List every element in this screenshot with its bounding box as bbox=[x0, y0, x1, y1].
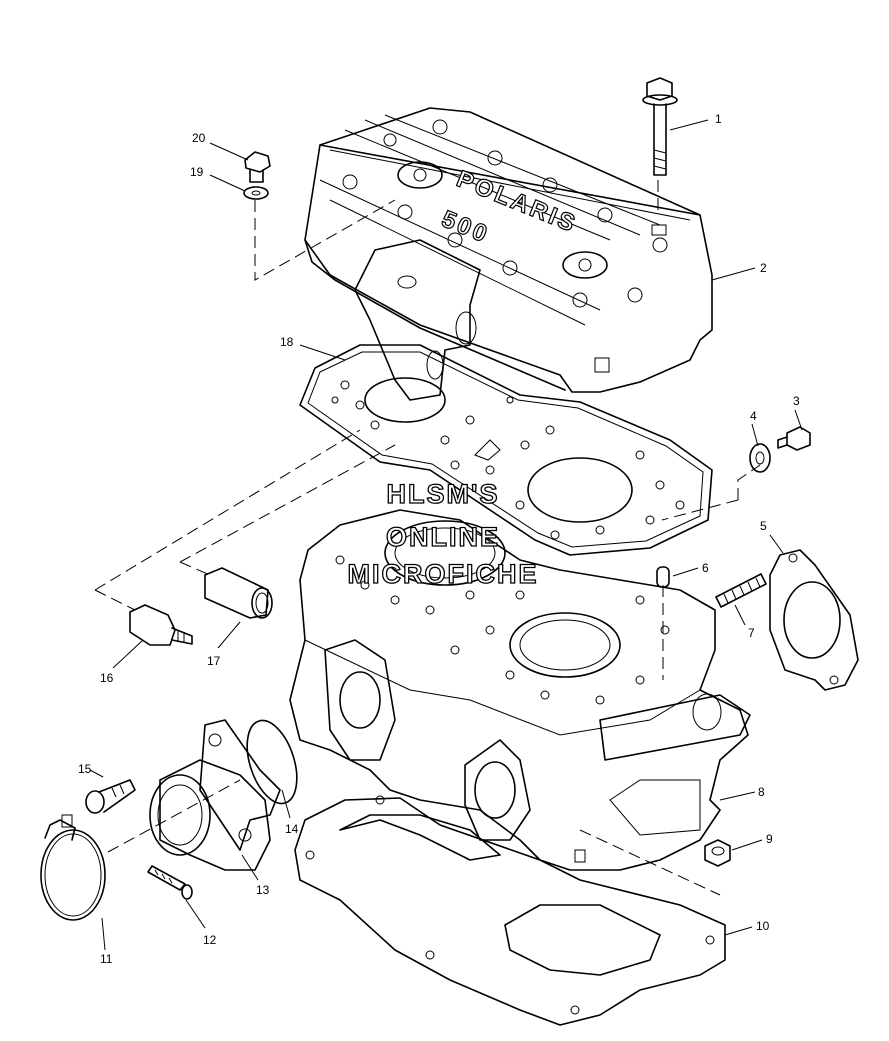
hose-fitting bbox=[204, 567, 273, 619]
allen-bolt bbox=[85, 779, 136, 814]
callout-9: 9 bbox=[766, 832, 773, 846]
callout-19: 19 bbox=[190, 165, 204, 179]
callout-11: 11 bbox=[100, 952, 113, 966]
head-model-text: 500 bbox=[438, 206, 494, 249]
callout-2: 2 bbox=[760, 261, 767, 275]
callout-1: 1 bbox=[715, 112, 722, 126]
callout-10: 10 bbox=[756, 919, 770, 933]
callout-12: 12 bbox=[203, 933, 217, 947]
callout-20: 20 bbox=[192, 131, 206, 145]
flange-nut bbox=[704, 839, 731, 867]
callout-13: 13 bbox=[256, 883, 270, 897]
callout-8: 8 bbox=[758, 785, 765, 799]
hose-clamp bbox=[40, 814, 106, 921]
base-gasket bbox=[294, 795, 726, 1026]
dowel-pin bbox=[656, 566, 670, 588]
callout-3: 3 bbox=[793, 394, 800, 408]
flange-gasket bbox=[769, 549, 859, 691]
callout-16: 16 bbox=[100, 671, 114, 685]
callout-labels: 1 2 3 4 5 6 7 8 9 10 11 12 13 14 15 16 1… bbox=[78, 112, 800, 966]
head-gasket bbox=[299, 344, 713, 556]
callout-17: 17 bbox=[207, 654, 221, 668]
sender-and-washer bbox=[243, 151, 271, 200]
watermark-line-3: MICROFICHE bbox=[348, 559, 539, 589]
temp-sensor bbox=[129, 604, 193, 646]
callout-4: 4 bbox=[750, 409, 757, 423]
o-ring bbox=[246, 719, 298, 805]
callout-18: 18 bbox=[280, 335, 294, 349]
sealing-washer bbox=[749, 443, 771, 473]
callout-7: 7 bbox=[748, 626, 755, 640]
drain-screw bbox=[777, 426, 811, 451]
cylinder-head-cover: POLARIS 500 bbox=[304, 107, 713, 393]
callout-15: 15 bbox=[78, 762, 92, 776]
mounting-screw bbox=[147, 865, 193, 900]
head-bolt bbox=[642, 77, 678, 176]
exhaust-stud bbox=[715, 573, 767, 608]
callout-5: 5 bbox=[760, 519, 767, 533]
watermark: HLSM'S ONLINE MICROFICHE bbox=[347, 478, 539, 589]
cylinder-block bbox=[289, 509, 751, 871]
callout-6: 6 bbox=[702, 561, 709, 575]
watermark-line-2: ONLINE bbox=[386, 522, 500, 552]
leader-lines bbox=[89, 119, 803, 951]
watermark-line-1: HLSM'S bbox=[387, 479, 500, 509]
head-outlet-boss bbox=[354, 239, 481, 401]
intake-adapter bbox=[149, 719, 281, 871]
callout-14: 14 bbox=[285, 822, 299, 836]
assembly-lines bbox=[94, 180, 761, 896]
